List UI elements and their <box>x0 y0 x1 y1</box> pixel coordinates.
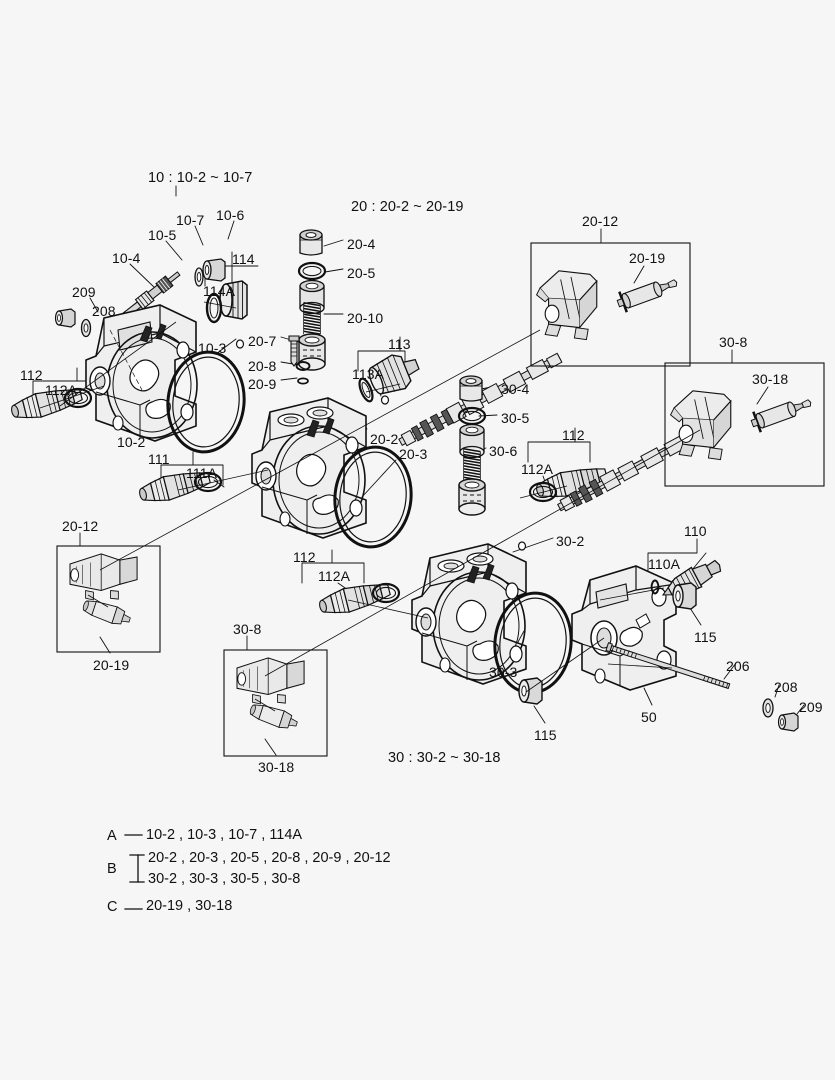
callout-112A-mid: 112A <box>521 461 554 477</box>
callout-112-center: 112 <box>293 549 316 565</box>
callout-10-5: 10-5 <box>148 227 177 243</box>
callout-112-left: 112 <box>20 367 43 383</box>
callout-30-8-bottom: 30-8 <box>233 621 262 637</box>
callout-115-left: 115 <box>534 727 557 743</box>
callout-10-3: 10-3 <box>198 340 227 356</box>
callout-208-right: 208 <box>774 679 798 695</box>
callout-20-10: 20-10 <box>347 310 384 326</box>
callout-10-2: 10-2 <box>117 434 146 450</box>
callout-30-6: 30-6 <box>489 443 518 459</box>
callout-20-2: 20-2 <box>370 431 399 447</box>
callout-208-left: 208 <box>92 303 116 319</box>
callout-112A-left: 112A <box>45 382 78 398</box>
legend-value-b-2: 30-2 , 30-3 , 30-5 , 30-8 <box>148 871 301 887</box>
callout-110: 110 <box>684 523 707 539</box>
legend-value-c: 20-19 , 30-18 <box>146 898 233 914</box>
callout-111: 111 <box>148 451 170 467</box>
callout-114: 114 <box>232 251 255 267</box>
section-header-30: 30 : 30-2 ~ 30-18 <box>388 750 501 766</box>
legend-key-a: A <box>107 828 117 844</box>
callout-112-mid: 112 <box>562 427 585 443</box>
legend-value-b-1: 20-2 , 20-3 , 20-5 , 20-8 , 20-9 , 20-12 <box>148 850 391 866</box>
callout-20-19-bottom: 20-19 <box>93 657 130 673</box>
callout-50: 50 <box>641 709 657 725</box>
callout-30-2: 30-2 <box>556 533 585 549</box>
callout-30-8-top: 30-8 <box>719 334 748 350</box>
callout-30-18-bottom: 30-18 <box>258 759 295 775</box>
callout-206: 206 <box>726 658 750 674</box>
callout-30-5: 30-5 <box>501 410 530 426</box>
callout-113A: 113A <box>352 366 385 382</box>
callout-20-8: 20-8 <box>248 358 277 374</box>
callout-20-7: 20-7 <box>248 333 277 349</box>
callout-10-6: 10-6 <box>216 207 245 223</box>
callout-20-19-top: 20-19 <box>629 250 666 266</box>
callout-113: 113 <box>388 336 411 352</box>
callout-209-right: 209 <box>799 699 823 715</box>
section-header-10: 10 : 10-2 ~ 10-7 <box>148 170 253 186</box>
legend-key-b: B <box>107 861 117 877</box>
callout-10-7: 10-7 <box>176 212 205 228</box>
callout-114A: 114A <box>203 283 236 299</box>
callout-20-12-bottom: 20-12 <box>62 518 99 534</box>
callout-20-5: 20-5 <box>347 265 376 281</box>
callout-110A: 110A <box>648 556 681 572</box>
callout-115-right: 115 <box>694 629 717 645</box>
callout-111A: 111A <box>186 465 218 481</box>
callout-10-4: 10-4 <box>112 250 141 266</box>
callout-20-12-top: 20-12 <box>582 213 619 229</box>
callout-209-left: 209 <box>72 284 96 300</box>
callout-30-4: 30-4 <box>501 381 530 397</box>
legend-value-a: 10-2 , 10-3 , 10-7 , 114A <box>146 827 303 843</box>
callout-30-18-top: 30-18 <box>752 371 789 387</box>
section-header-20: 20 : 20-2 ~ 20-19 <box>351 199 464 215</box>
callout-20-3: 20-3 <box>399 446 428 462</box>
legend-key-c: C <box>107 899 118 915</box>
callout-20-9: 20-9 <box>248 376 277 392</box>
callout-30-3: 30-3 <box>489 664 518 680</box>
callout-112A-center: 112A <box>318 568 351 584</box>
callout-20-4: 20-4 <box>347 236 376 252</box>
